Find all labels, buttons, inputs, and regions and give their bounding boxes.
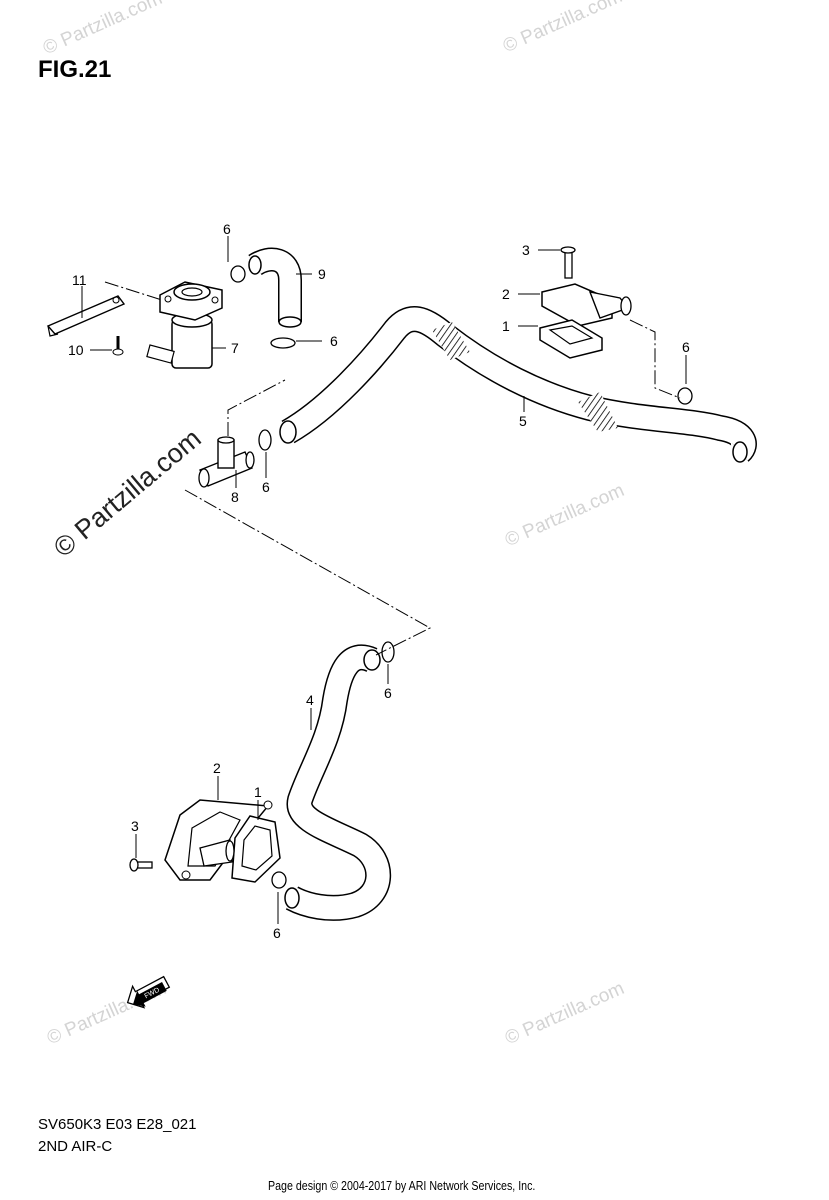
leader-lines [81, 236, 687, 924]
callout-1-upper: 1 [502, 318, 510, 334]
clamp-6-d [677, 387, 693, 405]
figure-title: FIG.21 [38, 56, 112, 83]
callout-8: 8 [231, 489, 239, 505]
hose-4 [284, 644, 392, 921]
clamp-6-a [230, 265, 246, 283]
page-footer: Page design © 2004-2017 by ARI Network S… [268, 1178, 536, 1193]
callout-5: 5 [519, 413, 527, 429]
callout-9: 9 [318, 266, 326, 282]
clamp-6-f [271, 871, 287, 889]
callout-4: 4 [306, 692, 314, 708]
callout-6-b: 6 [330, 333, 338, 349]
callout-2-lower: 2 [213, 760, 221, 776]
callout-2-upper: 2 [502, 286, 510, 302]
callout-10: 10 [68, 342, 84, 358]
joint-8 [198, 436, 255, 488]
reed-valve-upper [539, 246, 632, 359]
callout-3-upper: 3 [522, 242, 530, 258]
hose-9 [248, 247, 302, 328]
clamp-6-e [381, 641, 395, 663]
model-code: SV650K3 E03 E28_021 [38, 1116, 197, 1133]
screw-10 [112, 336, 124, 356]
clamp-6-b [270, 337, 296, 349]
hose-5 [279, 306, 757, 463]
callout-7: 7 [231, 340, 239, 356]
callouts: 6 9 11 6 10 7 3 2 1 6 5 8 6 6 4 2 1 3 6 [68, 221, 690, 941]
bracket-11 [46, 295, 126, 337]
pair-valve-7 [146, 281, 223, 369]
callout-6-e: 6 [384, 685, 392, 701]
fwd-arrow-icon: FWD [126, 975, 171, 1009]
callout-1-lower: 1 [254, 784, 262, 800]
callout-6-f: 6 [273, 925, 281, 941]
connection-lines [104, 281, 681, 656]
callout-3-lower: 3 [131, 818, 139, 834]
callout-6-d: 6 [682, 339, 690, 355]
callout-11: 11 [72, 272, 87, 288]
callout-6-c: 6 [262, 479, 270, 495]
callout-6-a: 6 [223, 221, 231, 237]
section-name: 2ND AIR-C [38, 1138, 113, 1155]
reed-valve-lower [129, 799, 281, 883]
clamp-6-c [258, 429, 272, 451]
